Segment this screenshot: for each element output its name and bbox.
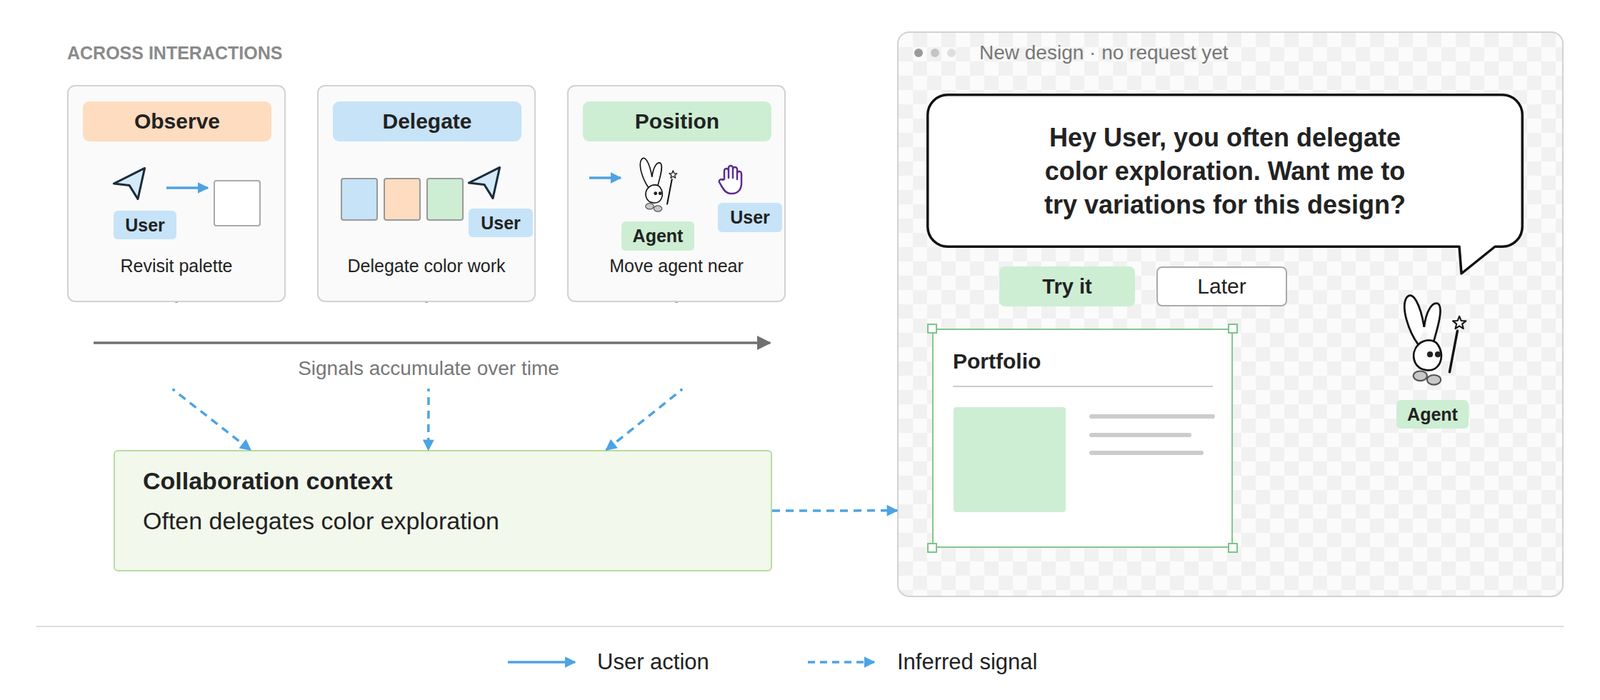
section-title: ACROSS INTERACTIONS bbox=[67, 42, 283, 64]
inferred-signal-arrow bbox=[772, 509, 898, 513]
inferred-signal-arrow bbox=[606, 302, 682, 450]
node-label: Portfolio bbox=[952, 349, 1041, 374]
node-body-text: Often delegates color exploration bbox=[142, 507, 500, 535]
node-label: Revisit palette bbox=[68, 255, 285, 277]
interaction-card: Delegate color work DelegateUser bbox=[317, 85, 536, 303]
legend-separator bbox=[36, 625, 1564, 628]
interaction-card: Move agent near PositionAgent User bbox=[567, 85, 786, 303]
legend-sample-dashed bbox=[807, 660, 875, 664]
node-label: Try it bbox=[1042, 275, 1092, 299]
actor-badge: Agent bbox=[621, 221, 695, 251]
step-pill: Observe bbox=[82, 101, 272, 142]
actor-badge: User bbox=[468, 208, 533, 238]
step-pill: Delegate bbox=[332, 101, 522, 142]
context-box: Collaboration contextOften delegates col… bbox=[113, 450, 773, 572]
node-label: Delegate bbox=[382, 109, 472, 134]
actor-badge: Agent bbox=[1396, 400, 1469, 429]
actor-badge: User bbox=[717, 202, 783, 233]
node-label: User bbox=[480, 212, 521, 234]
bubble-shape bbox=[927, 95, 1523, 274]
inferred-signal-arrow bbox=[173, 302, 251, 450]
node-label: Move agent near bbox=[568, 255, 785, 277]
interaction-card: Revisit palette ObserveUser bbox=[67, 85, 286, 303]
step-pill: Position bbox=[582, 101, 772, 142]
node-label: Hey User, you often delegate color explo… bbox=[1020, 120, 1431, 222]
node-label: User bbox=[125, 215, 165, 236]
action-button: Later bbox=[1156, 266, 1288, 307]
node-label: New design · no request yet bbox=[979, 41, 1229, 65]
timeline-arrow bbox=[93, 341, 770, 345]
action-button: Try it bbox=[999, 266, 1135, 307]
actor-badge: User bbox=[113, 210, 177, 240]
node-label: Agent bbox=[632, 225, 684, 247]
legend-text: User action bbox=[597, 649, 710, 675]
node-label: Later bbox=[1197, 274, 1246, 299]
node-label: Position bbox=[635, 109, 720, 134]
legend-entry: Inferred signal bbox=[897, 649, 1038, 675]
speech-bubble: Hey User, you often delegate color explo… bbox=[926, 93, 1524, 248]
node-label: Agent bbox=[1407, 404, 1458, 425]
portfolio-card: Portfolio bbox=[932, 328, 1233, 548]
node-label: Observe bbox=[134, 109, 220, 134]
node-label: User bbox=[730, 207, 770, 228]
legend-text: Inferred signal bbox=[897, 649, 1038, 675]
legend-sample-solid bbox=[507, 660, 575, 664]
node-label: Collaboration context bbox=[142, 467, 393, 495]
design-window: New design · no request yetHey User, you… bbox=[897, 31, 1564, 598]
legend-entry: User action bbox=[597, 649, 710, 675]
node-label: Delegate color work bbox=[318, 255, 535, 277]
timeline-label: Signals accumulate over time bbox=[214, 357, 643, 380]
